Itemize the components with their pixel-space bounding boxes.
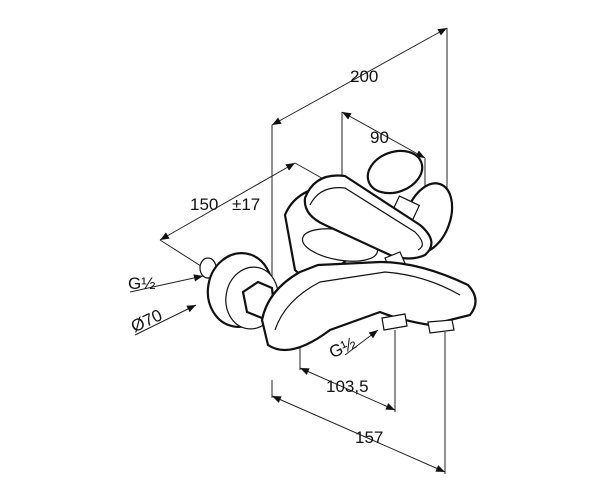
dimension-157 [271, 332, 446, 474]
leader-inlet-thread [129, 274, 204, 293]
faucet-body [199, 149, 477, 352]
label-rosette-diameter: Ø70 [128, 306, 165, 337]
label-200: 200 [350, 67, 378, 86]
label-157: 157 [355, 428, 383, 447]
label-90: 90 [370, 128, 389, 147]
label-outlet-thread: G½ [326, 333, 359, 362]
label-150: 150 [190, 195, 218, 214]
leader-outlet-thread [344, 329, 379, 356]
label-tolerance: ±17 [232, 195, 260, 214]
leader-rosette [134, 304, 197, 336]
label-103-5: 103,5 [326, 377, 369, 396]
label-inlet-thread: G½ [128, 274, 155, 293]
